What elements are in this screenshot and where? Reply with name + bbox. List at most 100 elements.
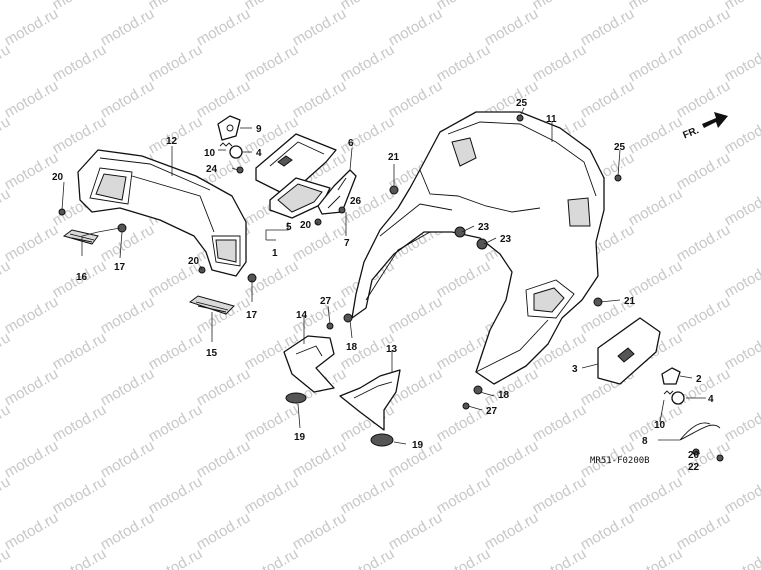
watermark-text: motod.ru <box>2 293 62 337</box>
callout-20: 20 <box>52 172 64 183</box>
callout-11: 11 <box>546 114 557 125</box>
watermark-text: motod.ru <box>722 113 761 157</box>
callout-24: 24 <box>206 164 218 175</box>
callout-13: 13 <box>386 344 398 355</box>
callout-9: 9 <box>256 124 262 135</box>
watermark-text: motod.ru <box>482 437 542 481</box>
watermark-text: motod.ru <box>98 293 158 337</box>
watermark-text: motod.ru <box>194 437 254 481</box>
watermark-text: motod.ru <box>50 473 110 517</box>
watermark-text: motod.ru <box>146 0 206 13</box>
callout-16: 16 <box>76 272 88 283</box>
watermark-text: motod.ru <box>2 5 62 49</box>
watermark-text: motod.ru <box>242 41 302 85</box>
callout-layer: 1 2 3 4 4 5 6 7 8 9 10 10 11 12 13 14 15… <box>52 98 714 473</box>
callout-22: 22 <box>688 462 700 473</box>
callout-18: 18 <box>498 390 510 401</box>
watermark-text: motod.ru <box>290 509 350 553</box>
watermark-text: motod.ru <box>194 365 254 409</box>
callout-1: 1 <box>272 248 278 259</box>
callout-5: 5 <box>286 222 292 233</box>
callout-4: 4 <box>708 394 714 405</box>
watermark-text: motod.ru <box>194 509 254 553</box>
watermark-text: motod.ru <box>98 509 158 553</box>
watermark-text: motod.ru <box>386 5 446 49</box>
callout-7: 7 <box>344 238 350 249</box>
watermark-text: motod.ru <box>98 437 158 481</box>
watermark-text: motod.ru <box>290 5 350 49</box>
callout-20: 20 <box>688 450 700 461</box>
watermark-text: motod.ru <box>626 0 686 13</box>
watermark-text: motod.ru <box>674 149 734 193</box>
watermark-text: motod.ru <box>674 5 734 49</box>
watermark-text: motod.ru <box>338 41 398 85</box>
watermark-text: motod.ru <box>482 5 542 49</box>
watermark-text: motod.ru <box>386 77 446 121</box>
watermark-text: motod.ru <box>674 509 734 553</box>
latch-part-2 <box>661 367 721 441</box>
watermark-text: motod.ru <box>2 437 62 481</box>
watermark-text: motod.ru <box>146 545 206 570</box>
watermark-text: motod.ru <box>626 185 686 229</box>
knob-part-4 <box>219 142 243 159</box>
watermark-text: motod.ru <box>50 329 110 373</box>
leader-lines <box>61 107 706 455</box>
callout-21: 21 <box>624 296 636 307</box>
callout-25: 25 <box>614 142 626 153</box>
watermark-text: motod.ru <box>722 185 761 229</box>
watermark-text: motod.ru <box>2 77 62 121</box>
watermark-text: motod.ru <box>722 257 761 301</box>
watermark-text: motod.ru <box>578 77 638 121</box>
watermark-text: motod.ru <box>338 473 398 517</box>
callout-18: 18 <box>346 342 358 353</box>
watermark-text: motod.ru <box>290 437 350 481</box>
watermark-text: motod.ru <box>626 473 686 517</box>
callout-23: 23 <box>478 222 490 233</box>
watermark-text: motod.ru <box>98 365 158 409</box>
watermark-text: motod.ru <box>578 509 638 553</box>
callout-27: 27 <box>486 406 498 417</box>
callout-10: 10 <box>654 420 666 431</box>
callout-14: 14 <box>296 310 308 321</box>
watermark-text: motod.ru <box>530 401 590 445</box>
inner-fairing-part-11 <box>351 111 605 385</box>
meter-panel-part-12 <box>77 149 247 277</box>
watermark-text: motod.ru <box>242 473 302 517</box>
callout-23: 23 <box>500 234 512 245</box>
callout-17: 17 <box>246 310 258 321</box>
watermark-text: motod.ru <box>722 473 761 517</box>
watermark-text: motod.ru <box>530 0 590 13</box>
watermark-text: motod.ru <box>530 545 590 570</box>
watermark-text: motod.ru <box>626 113 686 157</box>
watermark-text: motod.ru <box>434 41 494 85</box>
callout-26: 26 <box>350 196 362 207</box>
watermark-text: motod.ru <box>338 545 398 570</box>
watermark-text: motod.ru <box>578 5 638 49</box>
watermark-text: motod.ru <box>146 329 206 373</box>
watermark-text: motod.ru <box>50 401 110 445</box>
latch-part-9 <box>217 115 241 141</box>
callout-15: 15 <box>206 348 218 359</box>
watermark-text: motod.ru <box>146 401 206 445</box>
watermark-text: motod.ru <box>290 77 350 121</box>
grille-part-15 <box>188 295 235 315</box>
watermark-text: motod.ru <box>386 509 446 553</box>
watermark-text: motod.ru <box>722 329 761 373</box>
watermark-text: motod.ru <box>50 0 110 13</box>
watermark-text: motod.ru <box>434 257 494 301</box>
watermark-text: motod.ru <box>0 0 13 13</box>
grille-part-16 <box>62 229 99 245</box>
grommet-part-19 <box>285 392 394 447</box>
watermark-text: motod.ru <box>98 221 158 265</box>
diagram-code: MR51-F0200B <box>590 456 650 466</box>
watermark-text: motod.ru <box>386 293 446 337</box>
watermark-text: motod.ru <box>242 545 302 570</box>
watermark-text: motod.ru <box>722 401 761 445</box>
watermark-text: motod.ru <box>146 473 206 517</box>
watermark-text: motod.ru <box>98 77 158 121</box>
watermark-text: motod.ru <box>482 509 542 553</box>
watermark-text: motod.ru <box>722 41 761 85</box>
callout-6: 6 <box>348 138 354 149</box>
